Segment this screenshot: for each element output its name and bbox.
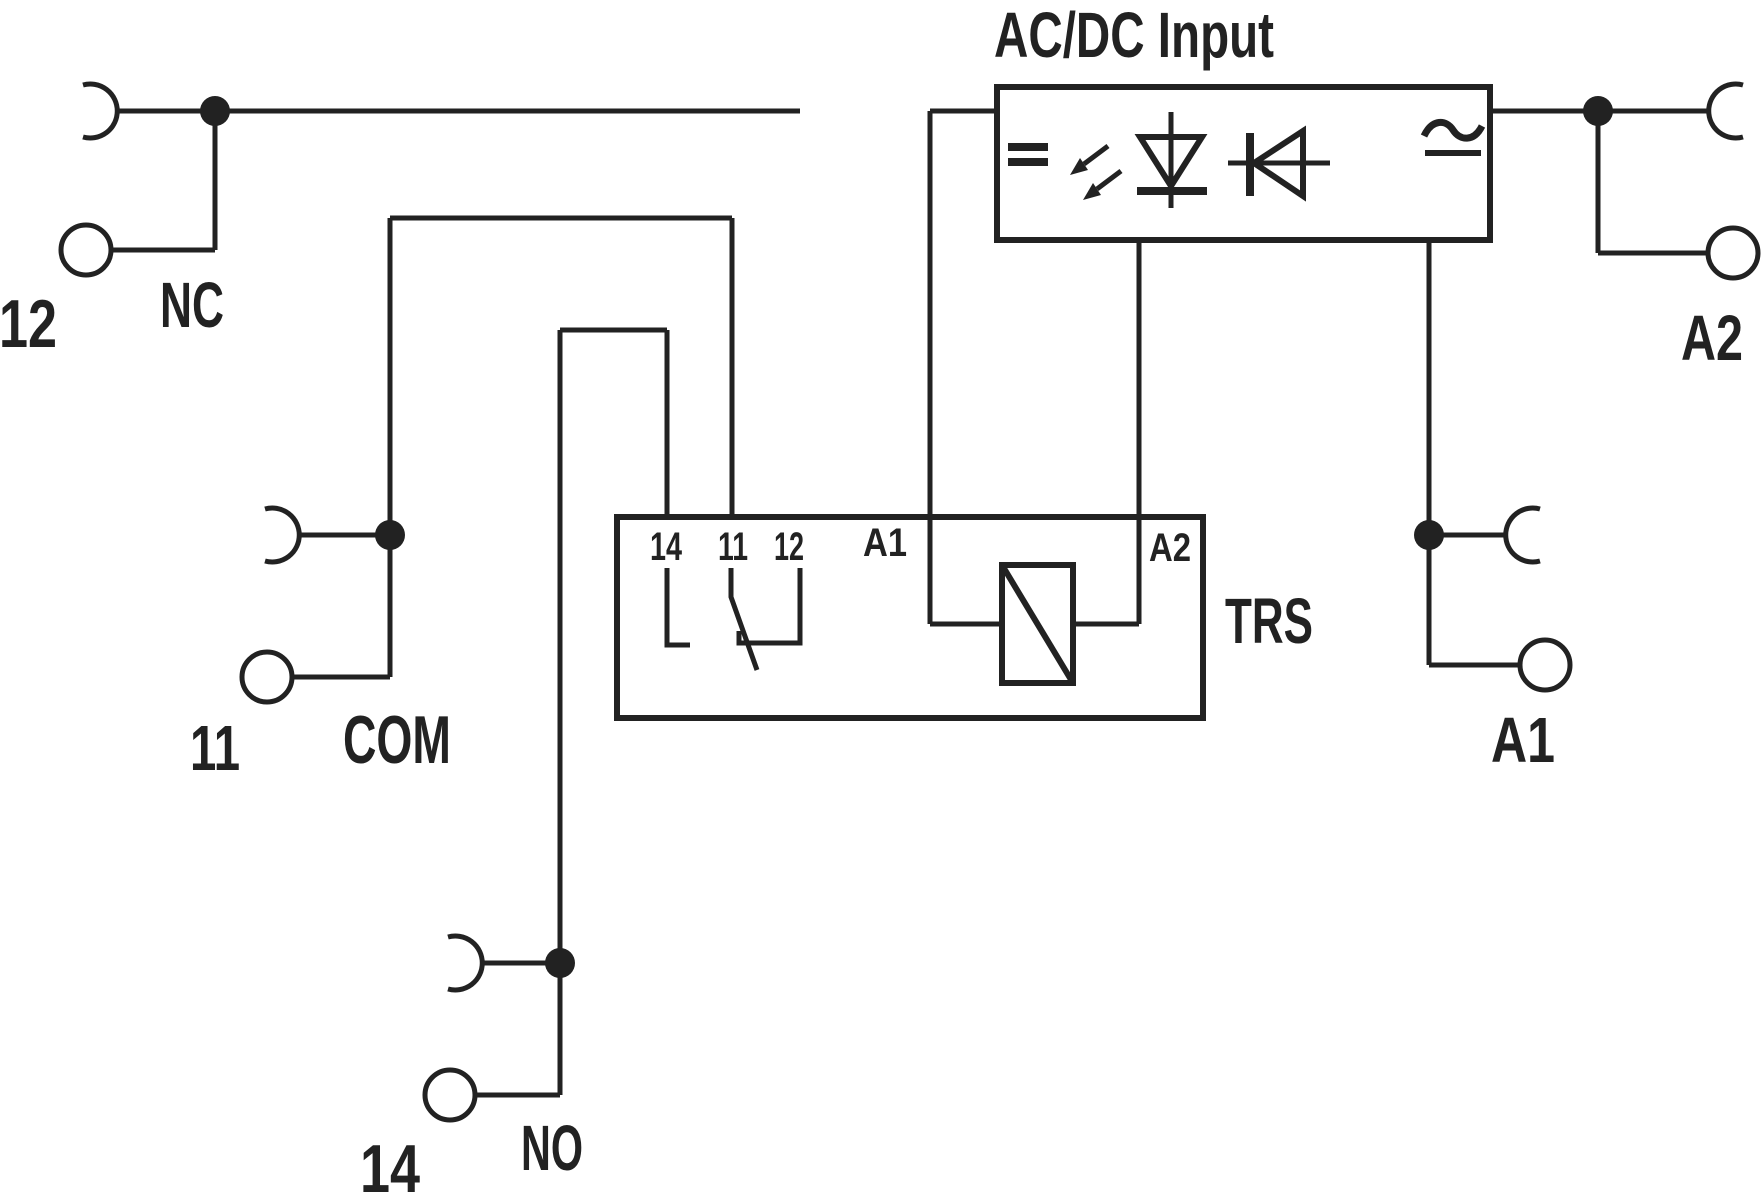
terminal-number: 14 bbox=[360, 1131, 420, 1200]
terminal-label: NC bbox=[160, 269, 224, 341]
acdc-input-box bbox=[994, 84, 1493, 243]
terminal-label: NO bbox=[521, 1112, 583, 1184]
socket-arc-icon bbox=[1503, 505, 1541, 565]
no-terminal-group: 14 NO bbox=[360, 327, 670, 1200]
ac-dc-equivalence-icon bbox=[1420, 119, 1486, 156]
terminal-circle bbox=[1705, 225, 1761, 281]
protection-diode-icon bbox=[1228, 125, 1330, 202]
relay-block: 14 11 12 A1 A2 TRS bbox=[614, 108, 1313, 721]
terminal-circle bbox=[239, 649, 295, 705]
terminal-label: A1 bbox=[1491, 704, 1555, 776]
a2-terminal-group: A2 bbox=[1490, 81, 1761, 374]
changeover-contact-icon bbox=[664, 568, 803, 671]
led-emission-arrows-icon bbox=[1070, 144, 1123, 200]
dc-equals-icon bbox=[1008, 143, 1048, 166]
relay-box bbox=[614, 514, 1206, 721]
socket-arc-icon bbox=[264, 505, 302, 565]
terminal-label: A2 bbox=[1681, 302, 1743, 374]
com-terminal-group: 11 COM bbox=[190, 215, 735, 784]
relay-label: TRS bbox=[1225, 585, 1313, 657]
module-title: AC/DC Input bbox=[994, 0, 1274, 71]
relay-pin-a1: A1 bbox=[863, 521, 907, 565]
relay-pin-12: 12 bbox=[774, 525, 804, 569]
led-diode-icon bbox=[1134, 112, 1208, 208]
terminal-number: 12 bbox=[0, 286, 57, 362]
terminal-circle bbox=[1517, 637, 1573, 693]
relay-pin-a2: A2 bbox=[1149, 526, 1191, 570]
socket-arc-icon bbox=[447, 933, 485, 993]
terminal-label: COM bbox=[343, 702, 451, 778]
relay-pin-14: 14 bbox=[650, 525, 683, 569]
a1-terminal-group: A1 bbox=[1414, 240, 1573, 776]
terminal-number: 11 bbox=[190, 712, 240, 784]
socket-arc-icon bbox=[1706, 81, 1744, 141]
terminal-circle bbox=[58, 222, 114, 278]
relay-pin-11: 11 bbox=[718, 525, 748, 569]
nc-terminal-group: 12 NC bbox=[0, 81, 800, 362]
socket-arc-icon bbox=[82, 81, 120, 141]
terminal-circle bbox=[422, 1067, 478, 1123]
acdc-input-module: AC/DC Input bbox=[994, 0, 1493, 243]
relay-coil-icon bbox=[999, 562, 1076, 686]
